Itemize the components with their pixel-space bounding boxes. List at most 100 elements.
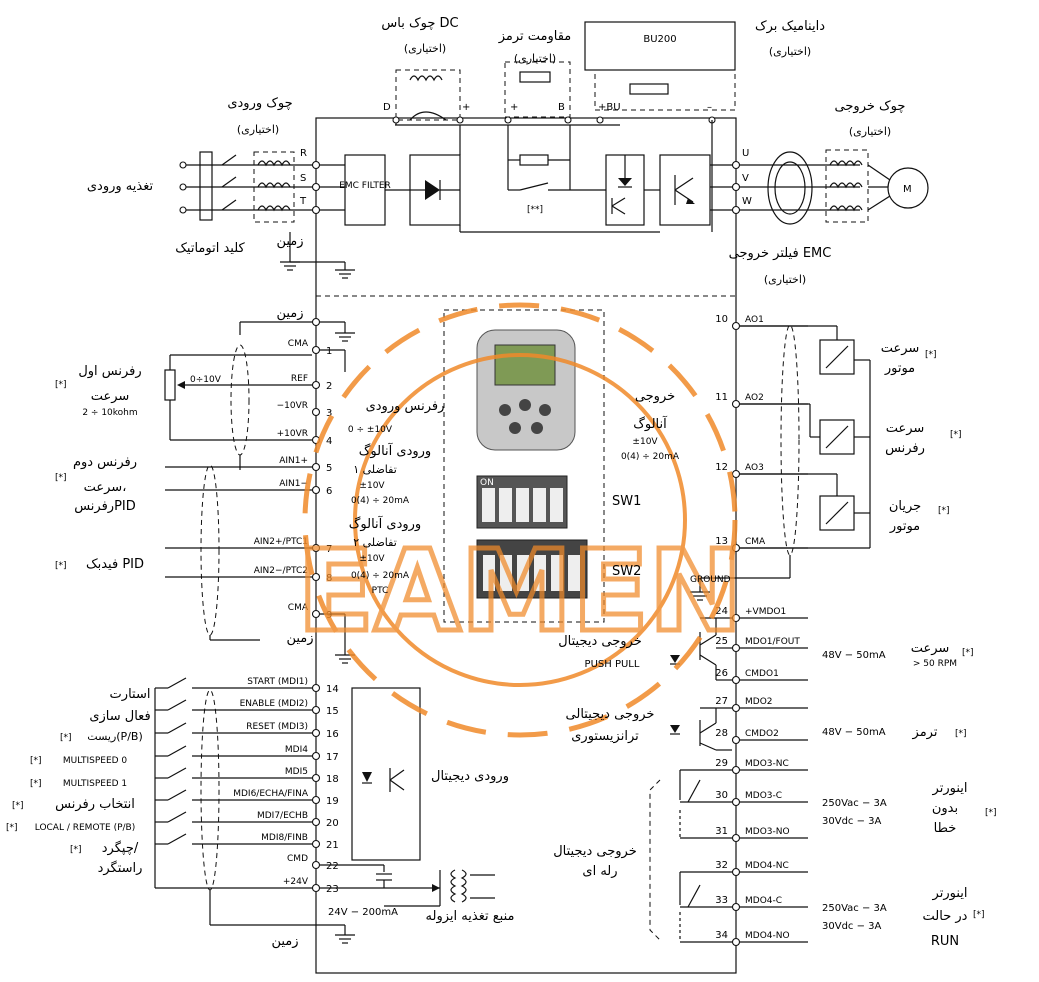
rotation-label-b: راستگرد	[98, 860, 143, 876]
right-terminal	[731, 675, 741, 685]
left-terminal-number: 5	[326, 463, 332, 474]
motor-symbol: M	[903, 184, 912, 195]
dc-bus	[392, 21, 929, 233]
left-terminal	[311, 795, 321, 805]
left-terminal-number: 2	[326, 381, 332, 392]
left-terminal-label: AIN2−/PTC2	[254, 566, 308, 576]
locrem-star: [*]	[6, 823, 18, 833]
ref-speed-label-b: رفرنس	[885, 441, 925, 456]
ref2-label-c: رفرنسPID	[74, 499, 136, 514]
right-terminal-label: AO3	[745, 463, 764, 473]
earth-top	[280, 232, 355, 279]
speed-gt-label-b: > 50 RPM	[913, 659, 957, 669]
right-terminal-number: 11	[715, 392, 728, 403]
right-terminal	[731, 833, 741, 843]
right-terminal-label: MDO4-C	[745, 896, 782, 906]
speed-gt-star: [*]	[962, 648, 974, 658]
keypad-and-switches	[443, 309, 605, 623]
digital-input-switches	[154, 677, 355, 944]
analog-out-label-b: آنالوگ	[633, 415, 668, 432]
rating-mdo2: 48V − 50mA	[822, 727, 886, 738]
refsel-label: انتخاب رفرنس	[55, 797, 135, 812]
right-terminal-number: 26	[715, 668, 728, 679]
left-terminal	[311, 462, 321, 472]
output-choke-optional: (اختیاری)	[849, 125, 891, 138]
left-terminal-number: 1	[326, 346, 332, 357]
output-filter-label: فیلتر خروجی EMC	[729, 246, 832, 261]
digital-outputs	[649, 617, 732, 943]
eamen-watermark: EAMEN	[295, 302, 745, 738]
right-terminal-number: 28	[715, 728, 728, 739]
analog-in2-v: ±10V	[359, 554, 385, 564]
analog-in2-ma: 0(4) ÷ 20mA	[351, 571, 410, 581]
enable-label: فعال سازی	[89, 709, 150, 724]
right-terminal-number: 24	[715, 606, 728, 617]
relay3-rating-dc: 30Vdc − 3A	[822, 816, 882, 827]
rotation-label-a: چپگرد/	[102, 840, 139, 856]
earth-top-label: زمین	[276, 234, 303, 249]
left-terminal	[311, 728, 321, 738]
switch-contact	[167, 745, 187, 757]
left-terminal-label: REF	[291, 374, 308, 384]
locrem-label: LOCAL / REMOTE (P/B)	[35, 823, 135, 833]
pot-range: 2 ÷ 10kohm	[82, 408, 137, 418]
terminal-w: W	[742, 196, 752, 207]
left-terminal-number: 20	[326, 818, 339, 829]
left-terminal-number: 3	[326, 408, 332, 419]
left-terminal-label: START (MDI1)	[247, 677, 308, 687]
reset-star: [*]	[60, 733, 72, 743]
left-terminal-number: 21	[326, 840, 339, 851]
relay4-rating-ac: 250Vac − 3A	[822, 903, 887, 914]
analog-output-meters	[690, 324, 871, 601]
left-terminal-label: MDI7/ECHB	[257, 811, 308, 821]
left-terminal-label: MDI4	[285, 745, 308, 755]
left-terminal-label: MDI5	[285, 767, 308, 777]
left-terminal	[311, 485, 321, 495]
relay-out-label-b: رله ای	[582, 864, 617, 879]
left-terminal-label: MDI8/FINB	[261, 833, 308, 843]
left-terminal	[311, 839, 321, 849]
left-terminal-label: CMD	[287, 854, 308, 864]
right-terminal-number: 13	[715, 536, 728, 547]
right-terminal-number: 29	[715, 758, 728, 769]
right-terminal-label: MDO2	[745, 697, 773, 707]
left-terminal	[311, 345, 321, 355]
ref-speed-label-a: سرعت	[886, 421, 925, 436]
left-terminal-label: +24V	[283, 877, 309, 887]
right-terminal	[731, 797, 741, 807]
right-terminal-number: 34	[715, 930, 728, 941]
left-terminal-label: MDI6/ECHA/FINA	[233, 789, 309, 799]
left-terminal-label: +10VR	[277, 429, 308, 439]
right-terminal	[731, 321, 741, 331]
terminal-t: T	[299, 196, 307, 207]
switch-contact	[167, 789, 187, 801]
dynamic-brake-optional: (اختیاری)	[769, 45, 811, 58]
digital-input-block	[320, 687, 495, 907]
left-terminal-number: 14	[326, 684, 339, 695]
right-terminal-label: CMDO1	[745, 669, 779, 679]
ground-label: GROUND	[690, 575, 731, 585]
brake-resistor-label: مقاومت ترمز	[498, 29, 572, 44]
terminal-plus-bu: +BU	[598, 102, 621, 113]
left-terminal-label: RESET (MDI3)	[246, 722, 308, 732]
breaker-label: کلید اتوماتیک	[175, 241, 245, 256]
left-terminal	[311, 572, 321, 582]
right-terminal	[731, 902, 741, 912]
input-supply-label: تغذیه ورودی	[87, 179, 154, 194]
transistor-out-label-a: خروجی دیجیتالی	[566, 707, 655, 722]
dc-choke-optional: (اختیاری)	[404, 42, 446, 55]
speed-gt-label-a: سرعت	[911, 641, 950, 656]
right-terminal-label: MDO4-NO	[745, 931, 790, 941]
right-terminal-number: 31	[715, 826, 728, 837]
ref2-label-a: رفرنس دوم	[73, 455, 137, 470]
left-terminal-number: 23	[326, 884, 339, 895]
ref1-label-a: رفرنس اول	[78, 364, 141, 379]
analog-in1-label-a: ورودی آنالوگ	[359, 442, 431, 459]
motor-speed-star: [*]	[925, 350, 937, 360]
switch-contact	[167, 811, 187, 823]
left-terminal-number: 15	[326, 706, 339, 717]
terminal-u: U	[742, 148, 749, 159]
earth-bottom-label: زمین	[271, 934, 298, 949]
transistor-out-label-b: ترانزیستوری	[571, 729, 639, 744]
analog-in2-ptc: PTC	[372, 586, 389, 596]
